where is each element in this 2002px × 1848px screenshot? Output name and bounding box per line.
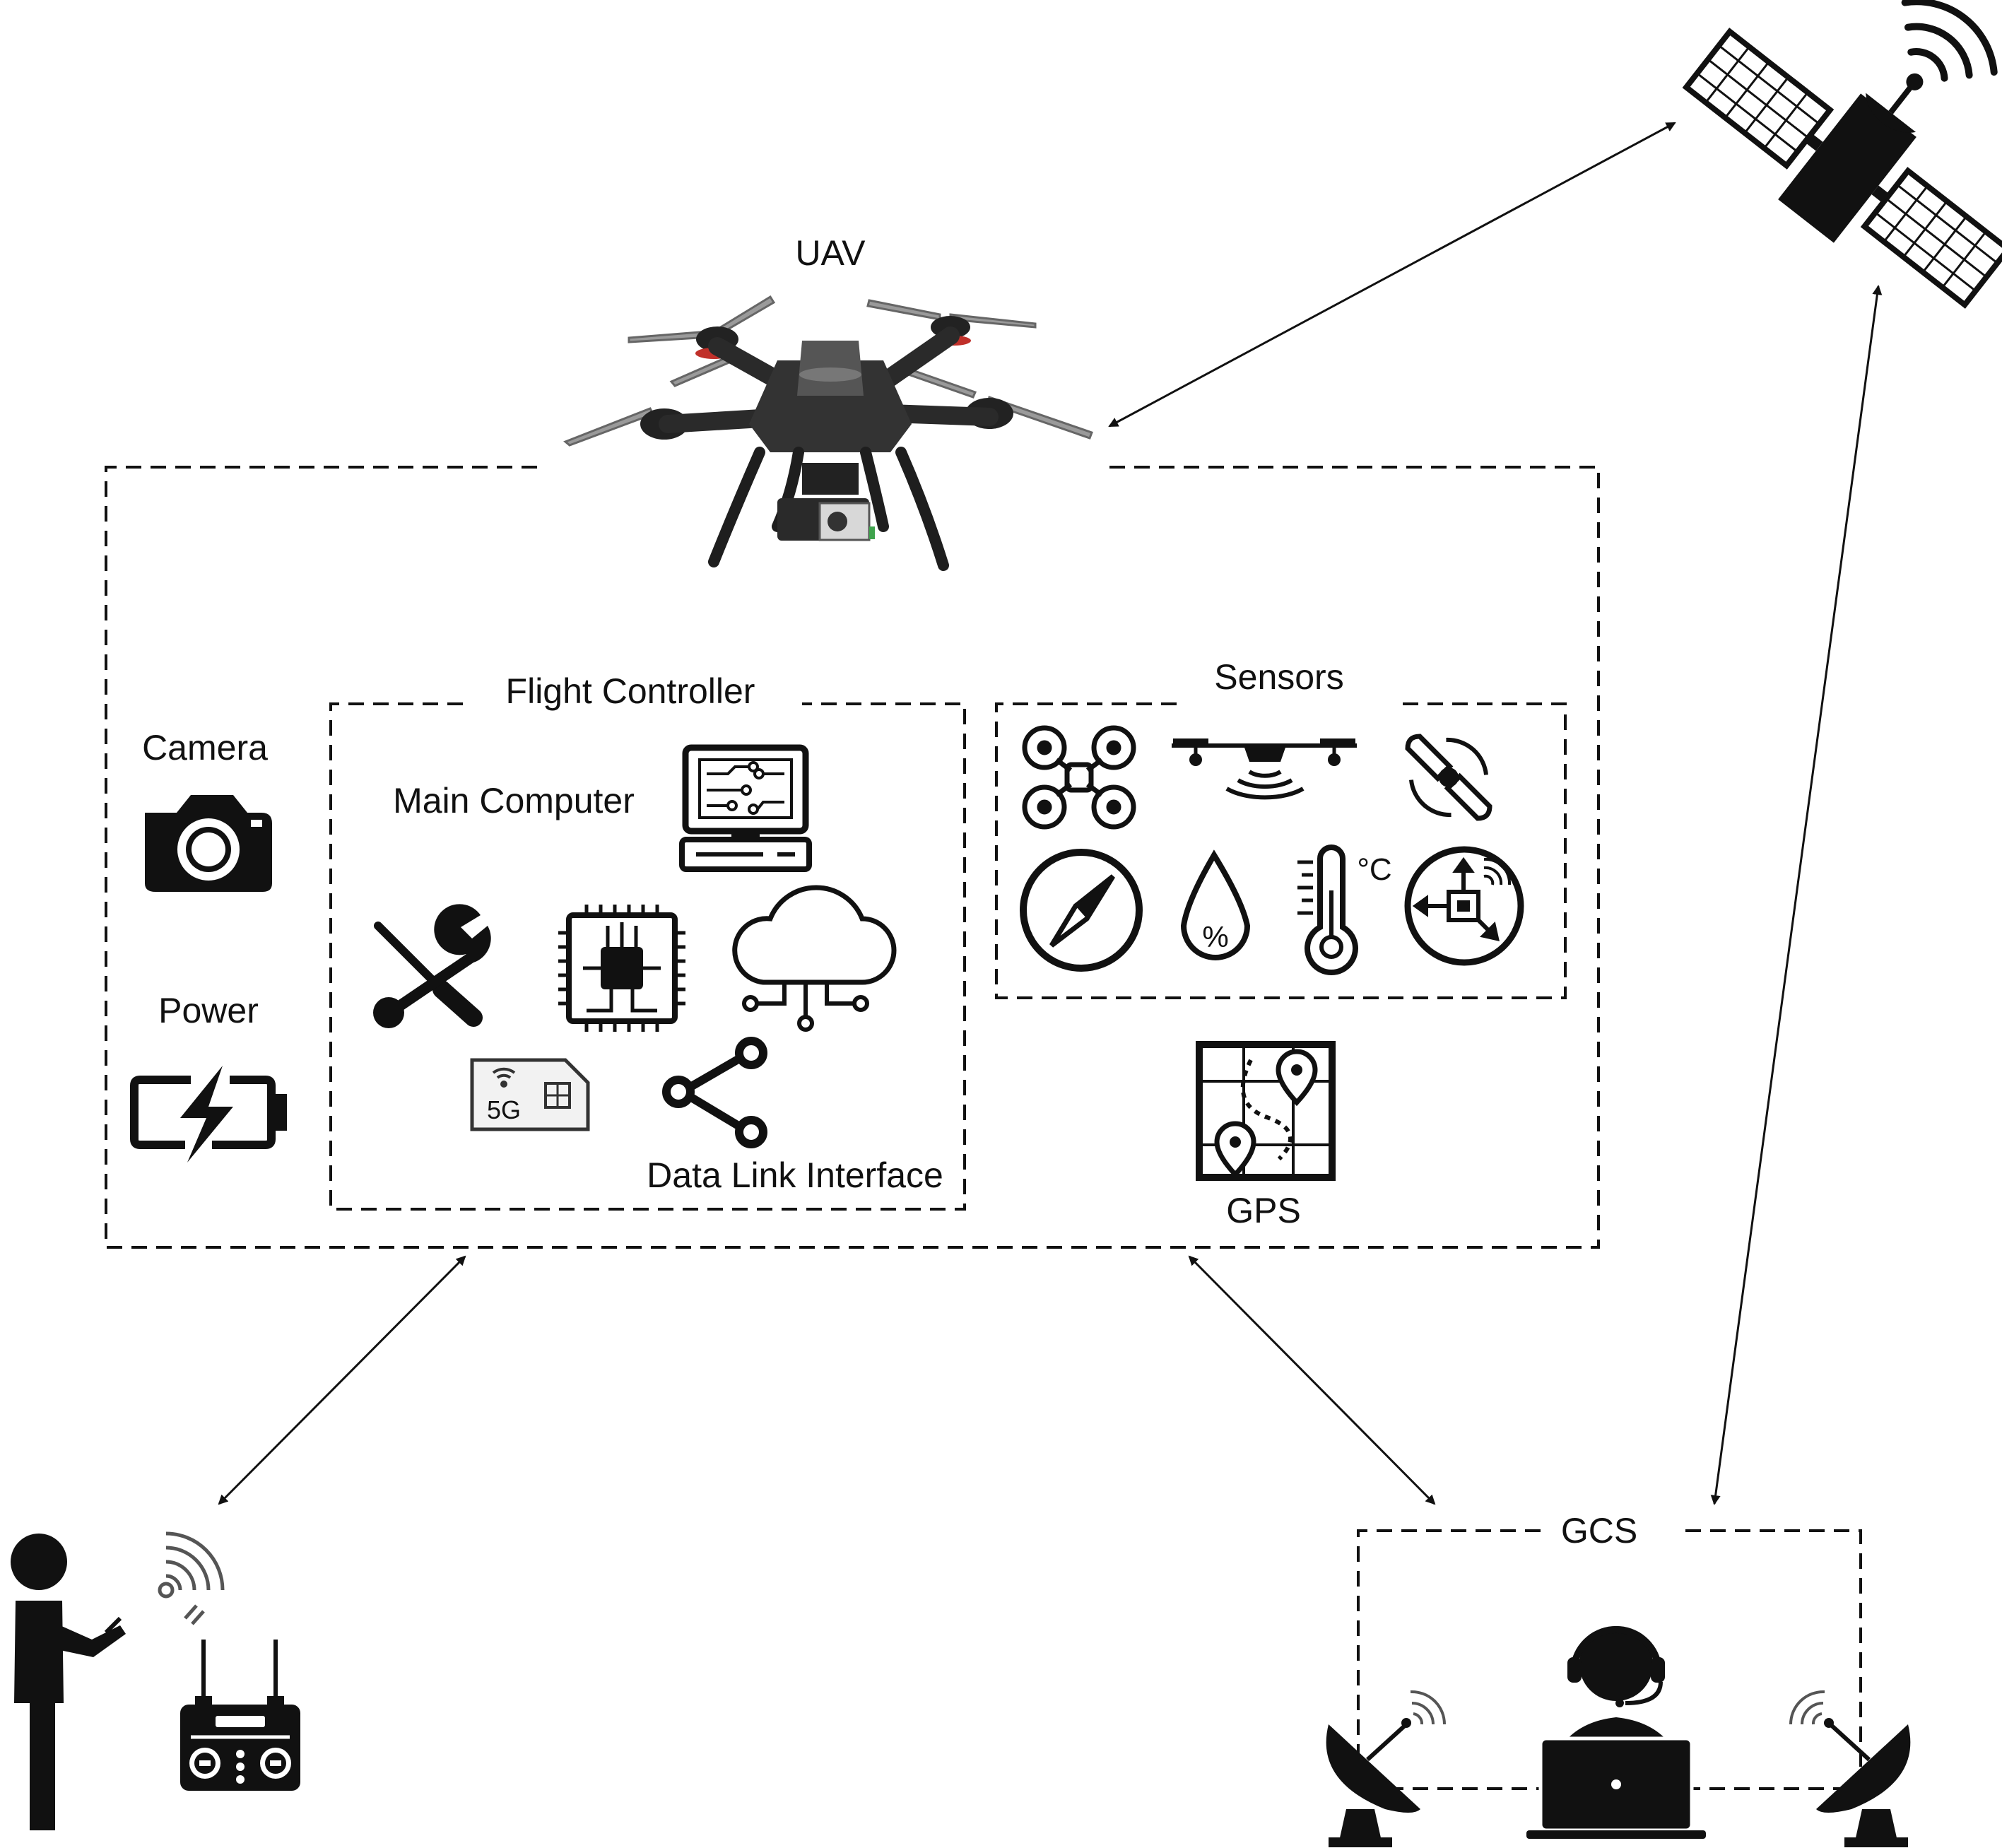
humidity-drop-icon: % [1180, 849, 1251, 960]
sim-card-5g-icon: 5G [470, 1058, 590, 1131]
battery-charging-icon [130, 1066, 287, 1163]
gcs-label: GCS [1561, 1511, 1637, 1550]
thermometer-icon: °C [1297, 844, 1392, 975]
screwdriver-wrench-icon [373, 904, 491, 1028]
camera-label: Camera [142, 728, 268, 767]
satellite-dish-icon [1789, 1690, 1911, 1847]
gyroscope-icon [1404, 846, 1524, 966]
uav-box [105, 466, 1600, 1249]
camera-icon [145, 795, 272, 892]
quadcopter-icon [1022, 725, 1136, 830]
cpu-chip-icon [558, 905, 685, 1032]
data-link-interface-label: Data Link Interface [647, 1155, 943, 1195]
main-computer-label: Main Computer [393, 781, 635, 820]
sim-5g-label: 5G [487, 1095, 521, 1124]
arrow-uav-gcs [1188, 1255, 1436, 1505]
humidity-symbol: % [1202, 920, 1228, 953]
satellite-icon [1682, 0, 2002, 309]
sensors-label: Sensors [1214, 657, 1343, 697]
gps-map-icon [1196, 1041, 1336, 1181]
sensors-box [995, 702, 1567, 999]
computer-monitor-icon [679, 744, 812, 872]
compass-icon [1020, 849, 1143, 972]
power-label: Power [158, 991, 259, 1030]
wireless-signal-icon [158, 1531, 225, 1625]
drone-photo [563, 295, 1093, 571]
gps-label: GPS [1226, 1191, 1301, 1230]
pilot-person-icon [11, 1534, 126, 1830]
temperature-unit: °C [1357, 852, 1391, 887]
share-icon [662, 1037, 767, 1148]
uav-label: UAV [795, 233, 866, 273]
propeller-icon [1405, 734, 1492, 821]
cloud-network-icon [732, 885, 897, 1032]
arrow-uav-satellite [1108, 122, 1676, 428]
arrow-uav-pilot [218, 1255, 466, 1505]
remote-controller-icon [180, 1640, 300, 1791]
arrow-satellite-gcs [1710, 285, 1883, 1505]
gcs-box [1357, 1529, 1862, 1790]
flight-controller-label: Flight Controller [506, 671, 755, 711]
drone-signal-icon [1172, 738, 1357, 800]
satellite-dish-icon [1326, 1690, 1447, 1847]
flight-controller-box [329, 702, 966, 1211]
operator-headset-icon [1526, 1625, 1706, 1839]
